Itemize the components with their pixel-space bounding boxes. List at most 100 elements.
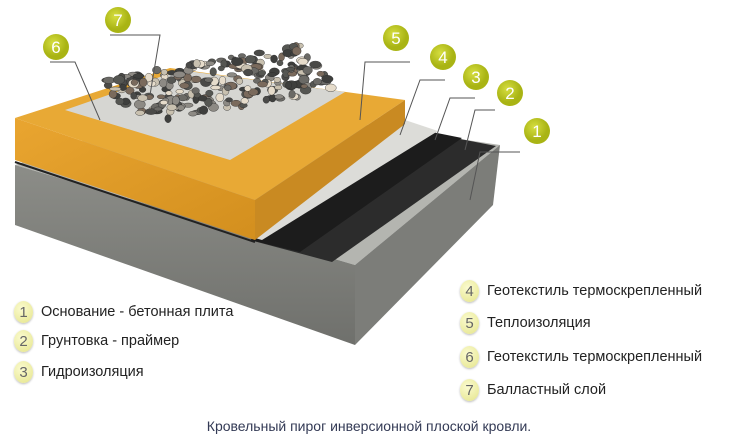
gravel-stone <box>292 46 302 56</box>
callout-circle <box>524 118 550 144</box>
gravel-stone <box>139 77 148 87</box>
concrete-front <box>15 165 355 345</box>
gravel-stone <box>248 88 259 96</box>
gravel-stone <box>258 70 266 77</box>
gravel-stone <box>312 78 322 86</box>
callout-number: 5 <box>391 29 400 48</box>
gravel-stone <box>130 79 138 86</box>
legend-number-badge: 6 <box>460 346 479 368</box>
gravel-stone <box>204 97 213 107</box>
gravel-stone <box>164 114 172 123</box>
gravel-stone <box>205 89 214 97</box>
callout-5: 5 <box>383 25 409 51</box>
legend-number-badge: 5 <box>460 312 479 334</box>
callout-7: 7 <box>105 7 131 33</box>
gravel-stone <box>243 68 253 77</box>
gravel-stone <box>173 71 186 78</box>
gravel-stone <box>153 106 163 112</box>
legend-number-badge: 7 <box>460 379 479 401</box>
gravel-stone <box>235 78 244 85</box>
gravel-stone <box>132 73 145 79</box>
callout-circle <box>497 80 523 106</box>
legend-item-2: 2 Грунтовка - праймер <box>14 330 179 352</box>
gravel-stone <box>209 67 217 77</box>
gravel-stone <box>113 75 125 85</box>
legend-number-badge: 4 <box>460 280 479 302</box>
callout-circle <box>383 25 409 51</box>
gravel-stone <box>199 105 209 115</box>
gravel-stone <box>159 100 168 106</box>
callout-number: 4 <box>438 48 447 67</box>
legend-label: Гидроизоляция <box>41 364 144 380</box>
gravel-stone <box>286 66 295 72</box>
callout-circle <box>463 64 489 90</box>
gravel-stone <box>267 72 277 77</box>
gravel-stone <box>137 94 148 102</box>
legend-label: Основание - бетонная плита <box>41 304 234 320</box>
legend-item-5: 5 Теплоизоляция <box>460 312 591 334</box>
legend-label: Балластный слой <box>487 382 607 398</box>
diagram-caption: Кровельный пирог инверсионной плоской кр… <box>206 418 532 434</box>
gravel-stone <box>175 89 184 94</box>
callout-circle <box>105 7 131 33</box>
gravel-stone <box>160 69 168 76</box>
legend-number-badge: 3 <box>14 361 33 383</box>
callout-1: 1 <box>524 118 550 144</box>
gravel-ballast <box>101 42 337 123</box>
gravel-stone <box>244 85 252 92</box>
gravel-stone <box>226 72 237 78</box>
gravel-stone <box>321 75 334 83</box>
gravel-stone <box>270 54 278 64</box>
legend-number-badge: 2 <box>14 330 33 352</box>
gravel-stone <box>267 86 276 96</box>
gravel-stone <box>217 65 225 72</box>
gravel-stone <box>324 83 337 92</box>
gravel-stone <box>204 77 214 83</box>
gravel-stone <box>274 94 284 100</box>
gravel-stone <box>276 59 284 67</box>
gravel-stone <box>262 95 270 104</box>
gravel-stone <box>130 92 137 100</box>
gravel-stone <box>244 55 256 64</box>
gravel-stone <box>177 104 185 111</box>
gravel-stone <box>102 76 116 84</box>
callout-number: 6 <box>51 38 60 57</box>
gravel-stone <box>257 81 268 88</box>
callout-4: 4 <box>430 44 456 70</box>
gravel-stone <box>108 89 118 99</box>
gravel-stone <box>185 61 193 69</box>
gravel-stone <box>285 81 292 90</box>
legend-item-7: 7 Балластный слой <box>460 379 606 401</box>
gravel-stone <box>109 86 122 92</box>
gravel-stone <box>191 75 202 83</box>
callout-circle <box>43 34 69 60</box>
gravel-stone <box>171 95 180 106</box>
gravel-stone <box>165 90 173 96</box>
gravel-stone <box>253 49 265 57</box>
legend-label: Теплоизоляция <box>487 315 591 331</box>
gravel-stone <box>238 53 246 59</box>
gravel-stone <box>297 58 309 66</box>
gravel-stone <box>224 84 232 91</box>
gravel-stone <box>179 82 190 89</box>
insulation-front <box>15 118 255 240</box>
gravel-stone <box>166 103 177 111</box>
gravel-stone <box>240 97 249 105</box>
gravel-stone <box>225 97 233 103</box>
gravel-stone <box>309 60 322 69</box>
callout-number: 2 <box>505 84 514 103</box>
callout-2: 2 <box>497 80 523 106</box>
callout-number: 7 <box>113 11 122 30</box>
gravel-stone <box>191 87 200 95</box>
legend-label: Грунтовка - праймер <box>41 333 180 349</box>
gravel-stone <box>316 70 325 77</box>
callout-6: 6 <box>43 34 69 60</box>
gravel-stone <box>156 94 166 99</box>
gravel-stone <box>210 85 221 91</box>
callout-number: 1 <box>532 122 541 141</box>
